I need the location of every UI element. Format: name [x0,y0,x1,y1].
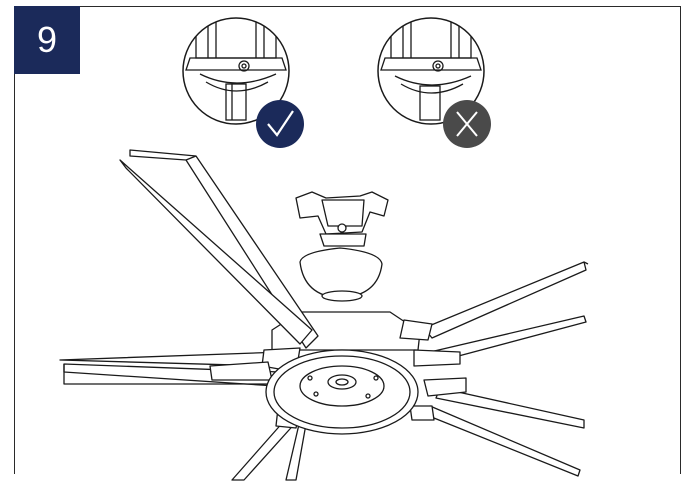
correct-detail-view [182,17,304,148]
checkmark-badge [256,100,304,148]
ceiling-fan-drawing [59,149,589,481]
incorrect-detail-view [377,17,491,148]
frame-left-border [14,6,15,474]
checkmark-icon [267,110,294,137]
step-number: 9 [36,19,58,60]
frame-top-border [14,6,680,7]
frame-right-border [680,6,681,474]
x-mark-icon [456,111,478,137]
step-number-badge: 9 [14,6,80,74]
